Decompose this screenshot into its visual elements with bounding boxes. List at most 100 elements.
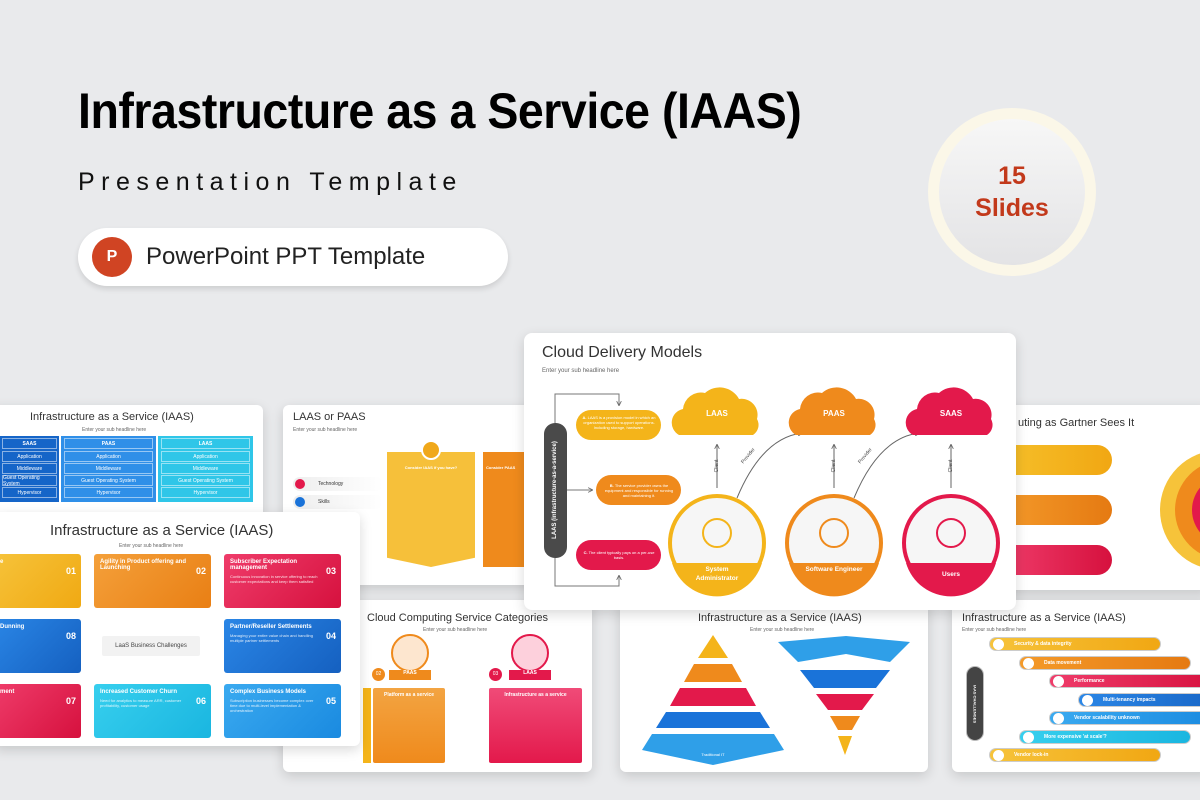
table-cell: Guest Operating System	[161, 475, 250, 486]
slide-subtitle: Enter your sub headline here	[293, 427, 358, 433]
table-cell: Middleware	[64, 463, 153, 474]
center-box: LaaS Business Challenges	[102, 636, 200, 656]
role-icon	[702, 518, 732, 548]
delivery-diagram	[544, 387, 1000, 597]
category-number: 03	[489, 668, 502, 681]
table-cell: Middleware	[2, 463, 57, 474]
category-name: LAAS	[509, 670, 551, 680]
slide-title: LAAS or PAAS	[293, 411, 366, 423]
slide-title: Cloud Computing Service Categories	[367, 612, 548, 624]
table-header: SAAS	[2, 438, 57, 449]
role-label: System Administrator	[695, 566, 739, 582]
cloud-shape	[788, 387, 876, 435]
format-label: PowerPoint PPT Template	[146, 243, 426, 270]
role-label: Users	[941, 571, 961, 578]
list-item: Technology	[293, 477, 383, 491]
slide-title: Infrastructure as a Service (IAAS)	[30, 411, 194, 423]
column-header: Consider PAAS	[486, 465, 516, 470]
list-item: Security & data integrity	[1014, 641, 1072, 647]
slide-title: Infrastructure as a Service (IAAS)	[50, 522, 274, 539]
slide-preview-table: Infrastructure as a Service (IAAS) Enter…	[0, 405, 263, 585]
note-b: B. The service provider owns the equipme…	[604, 483, 674, 498]
table-cell: Guest Operating System	[2, 475, 57, 487]
table-header: LAAS	[161, 438, 250, 449]
role-band	[789, 563, 879, 597]
table-cell: Hypervisor	[161, 487, 250, 498]
side-label: LAAS (infrastructure-as-a-service)	[552, 441, 558, 539]
slide-subtitle: Enter your sub headline here	[82, 427, 147, 433]
slide-preview-challenges-list: Infrastructure as a Service (IAAS) Enter…	[952, 600, 1200, 772]
provider-arrow	[736, 433, 802, 499]
table-cell: Application	[64, 451, 153, 462]
slide-subtitle: Enter your sub headline here	[750, 627, 815, 633]
category-card: Platform as a service	[373, 688, 445, 763]
slide-preview-cloud-delivery-models: Cloud Delivery Models Enter your sub hea…	[524, 333, 1016, 610]
table-cell: Middleware	[161, 463, 250, 474]
slide-count: 15	[998, 162, 1026, 190]
category-name: PAAS	[389, 670, 431, 680]
client-label: Client	[831, 459, 837, 473]
slide-subtitle: Enter your sub headline here	[542, 368, 620, 374]
cloud-shape	[671, 387, 759, 435]
people-icon	[421, 440, 441, 460]
client-label: Client	[714, 459, 720, 473]
role-band	[906, 563, 996, 597]
list-item: Vendor lock-in	[1014, 752, 1049, 758]
slide-title: Infrastructure as a Service (IAAS)	[962, 612, 1126, 624]
note-a: A. LAAS is a provision model in which an…	[582, 415, 656, 430]
table-cell: Application	[161, 451, 250, 462]
table-cell: Hypervisor	[64, 487, 153, 498]
technology-icon	[295, 479, 305, 489]
category-card: Infrastructure as a service	[489, 688, 582, 763]
client-label: Client	[948, 459, 954, 473]
paas-icon	[391, 634, 429, 672]
role-icon	[936, 518, 966, 548]
table-header: PAAS	[64, 438, 153, 449]
cloud-label: PAAS	[823, 409, 845, 418]
provider-arrow	[853, 433, 919, 499]
cloud-shape	[905, 387, 993, 435]
note-c: C. The client typically pays on a per-us…	[583, 550, 655, 560]
list-item: Multi-tenancy impacts	[1103, 697, 1156, 703]
slide-title: uting as Gartner Sees It	[1018, 417, 1135, 429]
table-cell: Hypervisor	[2, 487, 57, 498]
table-cell: Application	[2, 451, 57, 462]
list-item: More expensive 'at scale'?	[1044, 734, 1107, 740]
column-header: Consider IAAS if you have?	[404, 465, 458, 470]
slide-preview-pyramids: Infrastructure as a Service (IAAS) Enter…	[620, 600, 928, 772]
challenge-card: Agility in Product offering and Launchin…	[94, 554, 211, 608]
slide-preview-business-challenges: Infrastructure as a Service (IAAS) Enter…	[0, 512, 360, 746]
powerpoint-icon: P	[92, 237, 132, 277]
skills-icon	[295, 497, 305, 507]
format-pill: P PowerPoint PPT Template	[78, 228, 508, 286]
slide-subtitle: Enter your sub headline here	[119, 543, 184, 549]
list-item: Performance	[1074, 678, 1105, 684]
slide-subtitle: Enter your sub headline here	[962, 627, 1027, 633]
table-cell: Guest Operating System	[64, 475, 153, 486]
list-item: Skills	[293, 495, 383, 509]
laas-icon	[511, 634, 549, 672]
role-icon	[819, 518, 849, 548]
category-number: 02	[372, 668, 385, 681]
page-subtitle: Presentation Template	[78, 168, 463, 196]
slide-title: Cloud Delivery Models	[542, 344, 703, 361]
side-label: IAAS CHALLENGES	[972, 684, 978, 724]
pyramid-diagrams	[642, 635, 910, 765]
pyramid-base-label: Traditional IT	[701, 752, 725, 757]
page-title: Infrastructure as a Service (IAAS)	[78, 83, 802, 139]
list-item: Vendor scalability unknown	[1074, 715, 1140, 721]
cloud-label: SAAS	[939, 409, 963, 418]
role-label: Software Engineer	[805, 566, 863, 573]
cloud-label: LAAS	[706, 409, 728, 418]
slide-subtitle: Enter your sub headline here	[423, 627, 488, 633]
slide-count-unit: Slides	[975, 194, 1049, 222]
list-item: Data movement	[1044, 660, 1082, 666]
